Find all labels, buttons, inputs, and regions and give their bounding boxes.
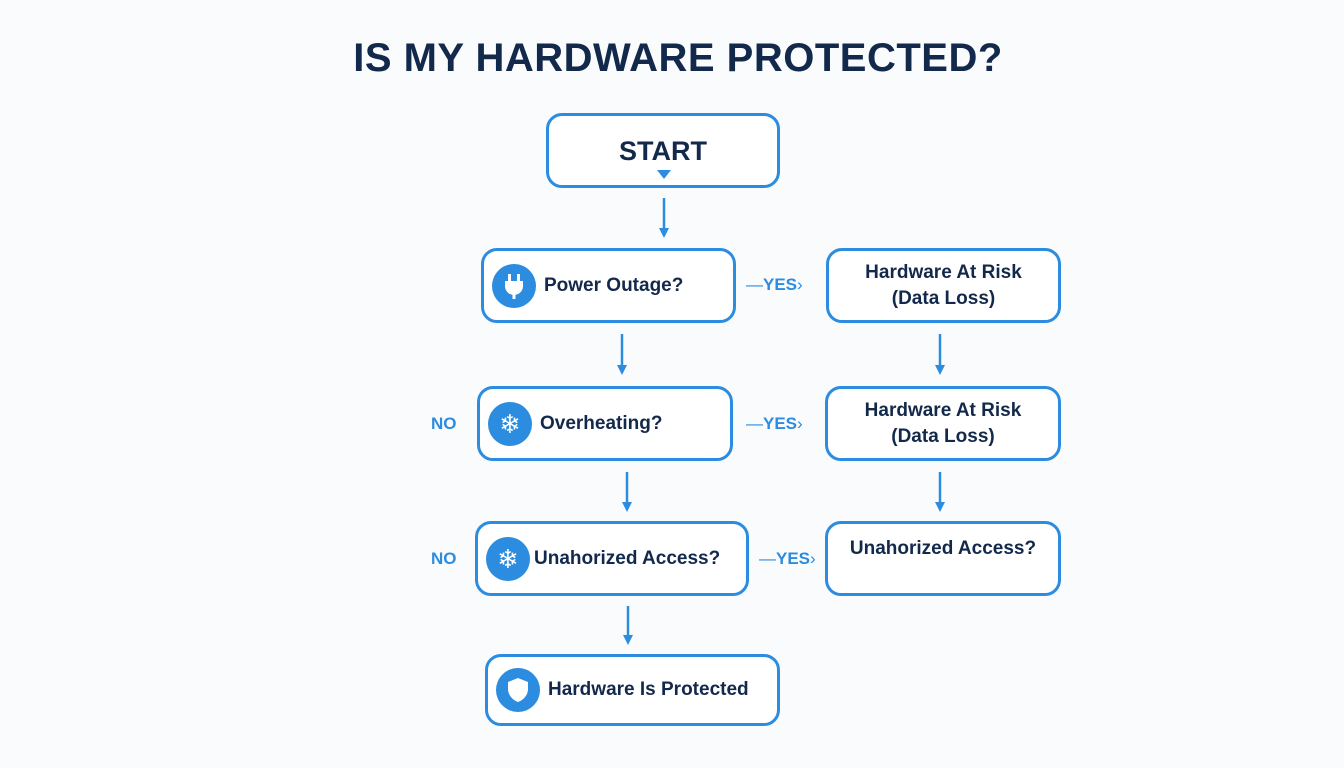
overheating-label: Overheating? bbox=[540, 412, 663, 434]
power-outage-label: Power Outage? bbox=[544, 274, 684, 296]
no-label-2: NO bbox=[431, 549, 457, 568]
plug-icon bbox=[492, 263, 536, 308]
power-outage-node: Power Outage? bbox=[481, 248, 736, 323]
snowflake-icon: ❄ bbox=[488, 401, 532, 446]
overheating-node: ❄ Overheating? bbox=[477, 386, 733, 461]
risk-node-2: Hardware At Risk (Data Loss) bbox=[825, 386, 1061, 461]
risk-node-1: Hardware At Risk (Data Loss) bbox=[826, 248, 1061, 323]
risk-label-2: Hardware At Risk (Data Loss) bbox=[864, 399, 1022, 447]
yes-text: YES bbox=[763, 275, 798, 294]
no-label-1: NO bbox=[431, 414, 457, 433]
shield-icon bbox=[496, 668, 540, 712]
yes-label-3: —YES› bbox=[759, 549, 816, 568]
unauthorized-access-node: ❄ Unahorized Access? bbox=[475, 521, 749, 596]
start-node: START bbox=[546, 113, 780, 188]
risk-label-1: Hardware At Risk (Data Loss) bbox=[865, 261, 1022, 309]
start-label: START bbox=[619, 135, 707, 166]
yes-label-2: —YES› bbox=[746, 414, 803, 433]
start-triangle-marker bbox=[657, 170, 671, 179]
yes-text: YES bbox=[776, 549, 811, 568]
diagram-title: IS MY HARDWARE PROTECTED? bbox=[353, 36, 1003, 80]
hardware-protected-label: Hardware Is Protected bbox=[548, 679, 749, 700]
yes-label-1: —YES› bbox=[746, 275, 803, 294]
unauthorized-access-label: Unahorized Access? bbox=[534, 547, 721, 569]
risk-label-3: Unahorized Access? bbox=[849, 538, 1037, 559]
hardware-protected-node: Hardware Is Protected bbox=[485, 654, 780, 726]
risk-node-3: Unahorized Access? bbox=[825, 521, 1061, 596]
yes-text: YES bbox=[763, 414, 798, 433]
snowflake-icon: ❄ bbox=[486, 536, 530, 581]
